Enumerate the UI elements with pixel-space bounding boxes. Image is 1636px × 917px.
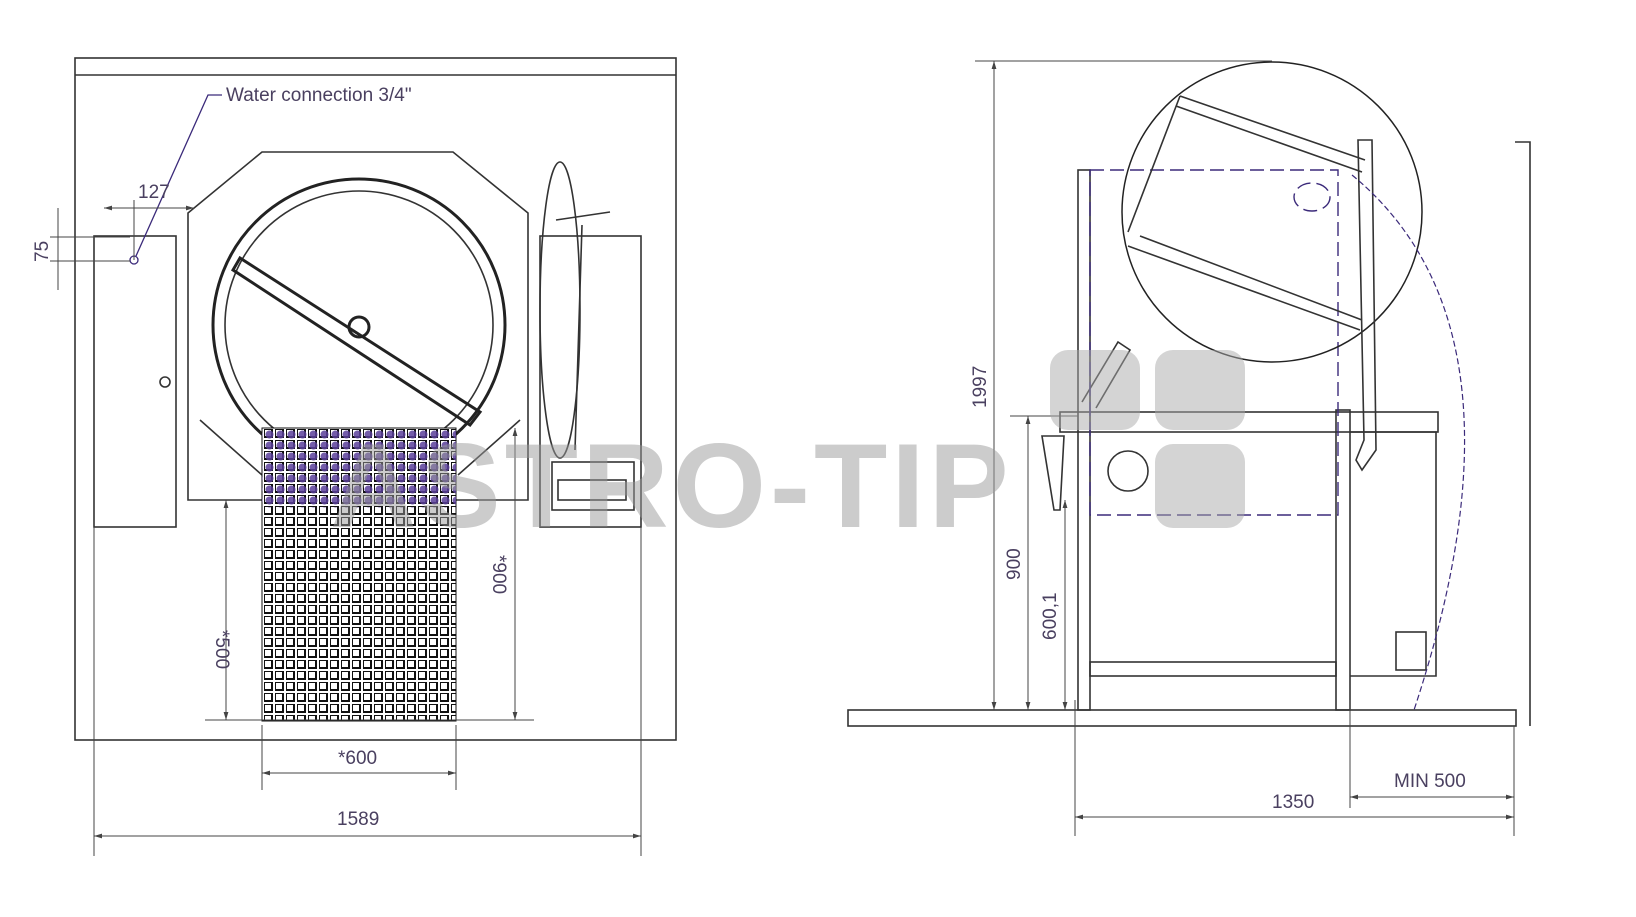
right-cabinet [539,235,642,528]
watermark: ASTRO-TIP [330,350,1245,553]
tilted-pan [1127,95,1366,331]
lid [539,161,581,459]
left-cabinet [93,235,177,528]
lid-handle [555,211,611,451]
rear-cabinet [1350,431,1437,677]
socket-icon [1395,631,1427,671]
back-wall [1515,141,1531,726]
dim-600: *600 [338,748,377,769]
dim-1589: 1589 [337,809,379,830]
lid-arm [1355,139,1377,472]
water-connection-label: Water connection 3/4" [226,85,412,106]
drain-flange-icon [1107,450,1149,492]
callout-leader [135,94,222,257]
kettle-outline-dashed [1089,169,1339,516]
side-view: 1997 900 600,1 1350 MIN 500 [847,60,1531,836]
control-display [557,479,627,501]
floor [847,709,1517,727]
stirrer-arm [230,255,483,428]
dim-127: 127 [138,182,170,203]
control-panel [551,461,635,511]
drain-spout [1041,435,1065,511]
bottom-rail [1089,661,1337,677]
dim-1997: 1997 [970,366,991,408]
dim-1350: 1350 [1272,792,1314,813]
watermark-text: ASTRO-TIP [330,419,1013,553]
valve-icon [159,376,171,388]
front-view: Water connection 3/4" 127 75 *500 *900 *… [32,57,677,856]
dim-900-side: 900 [1004,548,1025,580]
dim-75: 75 [32,241,53,262]
dim-900-front: *900 [488,555,509,594]
support-legs [199,419,521,476]
rear-post [1335,409,1351,711]
kettle-body [187,151,529,501]
front-post [1077,169,1091,711]
dim-600-1: 600,1 [1040,592,1061,640]
lid-swing-arc [1351,174,1466,711]
stirrer-hub-icon [347,315,371,339]
dim-min-500: MIN 500 [1394,771,1466,792]
grid-highlight [262,428,456,508]
lid-hinge-dashed [1293,182,1331,212]
room-outline [74,57,677,741]
tilt-circle [1121,61,1423,363]
dim-500: *500 [211,630,232,669]
